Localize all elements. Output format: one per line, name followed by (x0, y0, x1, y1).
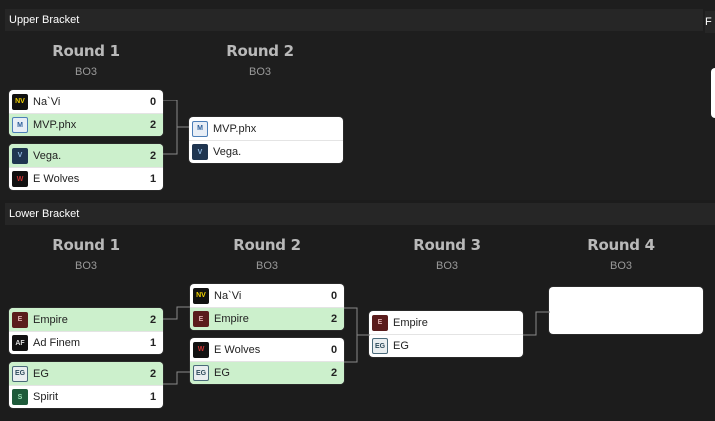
mvp-logo-icon: M (12, 117, 28, 133)
team-score: 0 (330, 343, 338, 356)
lower-round-2-format: BO3 (255, 260, 278, 272)
lower-bracket-header: Lower Bracket (5, 203, 715, 225)
lower-r4-match-1-empty[interactable] (549, 287, 703, 334)
team-slot-winner[interactable]: E Empire 2 (9, 308, 163, 331)
team-name: E Wolves (214, 343, 261, 356)
team-score: 2 (149, 313, 157, 326)
team-name: Empire (214, 313, 249, 325)
team-name: Vega. (213, 146, 242, 158)
team-score: 2 (149, 119, 157, 131)
lower-round-4-format: BO3 (609, 260, 632, 272)
team-name: EG (393, 340, 409, 352)
lower-r3-match-1[interactable]: E Empire EG EG (369, 311, 523, 357)
lower-round-4-title: Round 4 (587, 236, 655, 254)
team-slot[interactable]: W E Wolves 1 (9, 167, 163, 190)
team-score: 0 (149, 95, 157, 108)
lower-r1-match-2[interactable]: EG EG 2 S Spirit 1 (9, 362, 163, 408)
team-slot-winner[interactable]: E Empire 2 (190, 307, 344, 330)
team-slot[interactable]: V Vega. (189, 140, 343, 163)
navi-logo-icon: NV (193, 287, 209, 304)
team-name: MVP.phx (213, 122, 257, 135)
team-name: Empire (33, 313, 68, 326)
team-score: 1 (149, 173, 157, 185)
mvp-logo-icon: M (192, 120, 208, 137)
upper-round-2-format: BO3 (248, 66, 271, 78)
team-score: 2 (330, 367, 338, 379)
team-slot-winner[interactable]: EG EG 2 (190, 361, 344, 384)
empire-logo-icon: E (372, 314, 388, 331)
team-name: EG (214, 367, 230, 379)
upper-round-2-title: Round 2 (226, 42, 294, 60)
team-slot-winner[interactable]: EG EG 2 (9, 362, 163, 385)
lower-r1-match-1[interactable]: E Empire 2 AF Ad Finem 1 (9, 308, 163, 354)
vega-logo-icon: V (12, 147, 28, 164)
team-slot[interactable]: E Empire (369, 311, 523, 334)
lower-round-1-title: Round 1 (52, 236, 120, 254)
navi-logo-icon: NV (12, 93, 28, 110)
upper-r2-match-1[interactable]: M MVP.phx V Vega. (189, 117, 343, 163)
team-name: Spirit (33, 391, 59, 403)
team-slot-winner[interactable]: M MVP.phx 2 (9, 113, 163, 136)
upper-connector (163, 100, 189, 155)
empire-logo-icon: E (193, 311, 209, 327)
team-slot-winner[interactable]: V Vega. 2 (9, 144, 163, 167)
team-name: Na`Vi (214, 289, 242, 302)
team-name: Ad Finem (33, 337, 81, 349)
final-match-partial[interactable] (711, 68, 715, 118)
lower-connector-r2 (344, 307, 370, 363)
upper-bracket-header: Upper Bracket (5, 9, 703, 31)
lower-connector-r3 (523, 311, 550, 336)
team-slot[interactable]: M MVP.phx (189, 117, 343, 140)
empire-logo-icon: E (12, 311, 28, 328)
team-score: 2 (149, 149, 157, 162)
team-name: MVP.phx (33, 119, 77, 131)
team-score: 1 (149, 391, 157, 403)
team-slot[interactable]: NV Na`Vi 0 (190, 284, 344, 307)
team-score: 2 (149, 367, 157, 380)
adfinem-logo-icon: AF (12, 335, 28, 351)
eg-logo-icon: EG (372, 338, 388, 354)
lower-connector-r1-m1 (163, 306, 190, 320)
team-slot[interactable]: S Spirit 1 (9, 385, 163, 408)
lower-round-3-format: BO3 (435, 260, 458, 272)
lower-r2-match-1[interactable]: NV Na`Vi 0 E Empire 2 (190, 284, 344, 330)
team-name: EG (33, 367, 49, 380)
ewolves-logo-icon: W (193, 341, 209, 358)
final-bracket-header-partial: F (705, 11, 715, 33)
lower-round-3-title: Round 3 (413, 236, 481, 254)
team-name: Na`Vi (33, 95, 61, 108)
upper-r1-match-2[interactable]: V Vega. 2 W E Wolves 1 (9, 144, 163, 190)
upper-round-1-title: Round 1 (52, 42, 120, 60)
eg-logo-icon: EG (12, 365, 28, 382)
ewolves-logo-icon: W (12, 171, 28, 187)
team-score: 2 (330, 313, 338, 325)
lower-r2-match-2[interactable]: W E Wolves 0 EG EG 2 (190, 338, 344, 384)
eg-logo-icon: EG (193, 365, 209, 381)
team-name: Empire (393, 316, 428, 329)
upper-r1-match-1[interactable]: NV Na`Vi 0 M MVP.phx 2 (9, 90, 163, 136)
team-name: Vega. (33, 149, 62, 162)
lower-round-2-title: Round 2 (233, 236, 301, 254)
lower-round-1-format: BO3 (74, 260, 97, 272)
lower-connector-r1-m2 (163, 371, 190, 385)
vega-logo-icon: V (192, 144, 208, 160)
team-score: 1 (149, 337, 157, 349)
upper-round-1-format: BO3 (74, 66, 97, 78)
team-name: E Wolves (33, 173, 80, 185)
team-slot[interactable]: EG EG (369, 334, 523, 357)
team-score: 0 (330, 289, 338, 302)
team-slot[interactable]: AF Ad Finem 1 (9, 331, 163, 354)
spirit-logo-icon: S (12, 389, 28, 405)
team-slot[interactable]: NV Na`Vi 0 (9, 90, 163, 113)
team-slot[interactable]: W E Wolves 0 (190, 338, 344, 361)
